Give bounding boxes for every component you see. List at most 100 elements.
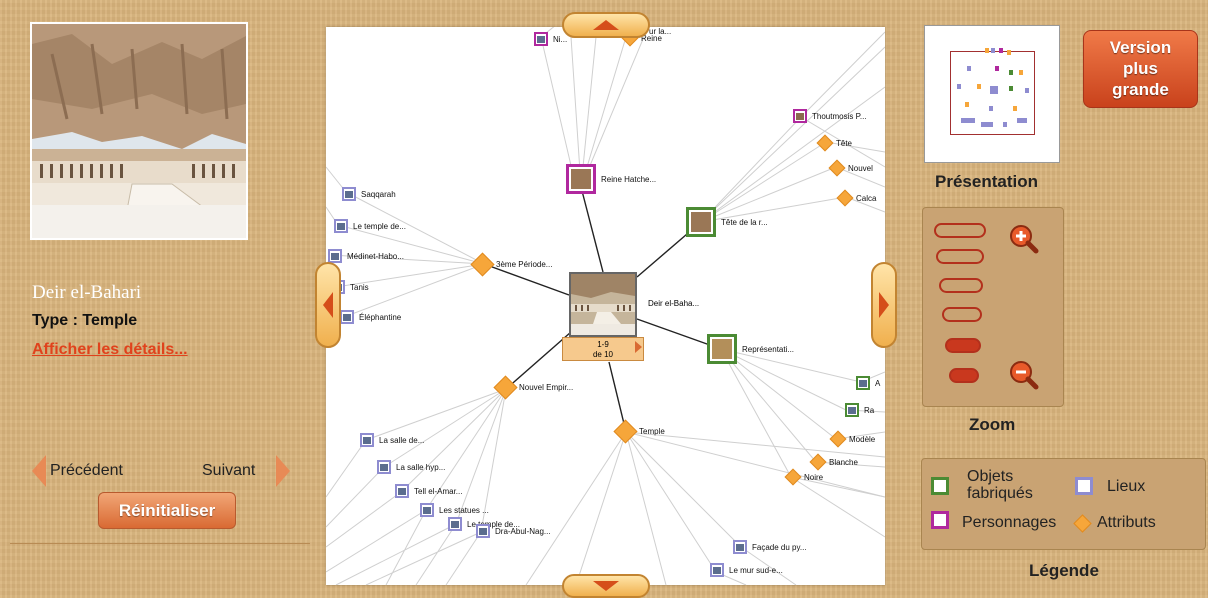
zoom-label: Zoom xyxy=(969,415,1016,434)
character-node-icon xyxy=(534,32,548,46)
graph-node[interactable]: La salle hyp... xyxy=(377,460,445,474)
previous-button[interactable]: Précédent xyxy=(50,462,123,479)
zoom-level-4[interactable] xyxy=(942,307,982,322)
graph-node-reine-hatchepsout[interactable]: Reine Hatche... xyxy=(566,164,656,194)
legend-places-label: Lieux xyxy=(1107,478,1146,495)
character-node-icon xyxy=(793,109,807,123)
center-node-image[interactable] xyxy=(569,272,637,337)
place-node-icon xyxy=(342,187,356,201)
graph-node[interactable]: Noire xyxy=(784,468,823,486)
next-arrow-icon[interactable] xyxy=(276,455,290,487)
arrow-down-icon xyxy=(593,581,619,591)
graph-node[interactable]: Saqqarah xyxy=(342,187,396,201)
zoom-level-3[interactable] xyxy=(939,278,983,293)
place-node-icon xyxy=(340,310,354,324)
graph-node[interactable]: Modèle xyxy=(829,430,875,448)
site-type: Type : Temple xyxy=(32,312,138,329)
zoom-level-6[interactable] xyxy=(949,368,979,383)
legend-objects-label: Objets fabriqués xyxy=(967,468,1033,502)
scroll-right-button[interactable] xyxy=(871,262,897,348)
zoom-panel xyxy=(922,207,1064,407)
zoom-level-1[interactable] xyxy=(934,223,986,238)
attribute-node-icon xyxy=(613,419,638,444)
character-node-icon xyxy=(566,164,596,194)
graph-node[interactable]: Calca xyxy=(836,189,876,207)
place-node-icon xyxy=(328,249,342,263)
site-thumbnail xyxy=(30,22,248,240)
graph-node[interactable]: Façade du py... xyxy=(733,540,807,554)
graph-node-representation[interactable]: Représentati... xyxy=(707,334,794,364)
zoom-out-icon[interactable] xyxy=(1007,358,1039,390)
characters-legend-icon xyxy=(931,511,949,529)
pager-next-icon[interactable] xyxy=(635,341,642,353)
overview-minimap[interactable] xyxy=(924,25,1060,163)
objects-legend-icon xyxy=(931,477,949,495)
place-node-icon xyxy=(395,484,409,498)
graph-node[interactable]: A xyxy=(856,376,880,390)
reset-button[interactable]: Réinitialiser xyxy=(98,492,236,529)
graph-node[interactable]: Le mur sud-e... xyxy=(710,563,783,577)
graph-node[interactable]: La salle de... xyxy=(360,433,424,447)
places-legend-icon xyxy=(1075,477,1093,495)
arrow-right-icon xyxy=(879,292,889,318)
graph-node[interactable]: Nouvel Empir... xyxy=(493,375,573,400)
graph-node[interactable]: Dra-Abul-Nag... xyxy=(476,524,551,538)
graph-edges xyxy=(326,27,885,585)
attribute-node-icon xyxy=(493,375,518,400)
legend-panel: Objets fabriqués Lieux Personnages Attri… xyxy=(921,458,1206,550)
graph-node[interactable]: Tell el-Amar... xyxy=(395,484,462,498)
graph-node[interactable]: Médinet-Habo... xyxy=(328,249,404,263)
attribute-node-icon xyxy=(816,134,834,152)
attributes-legend-icon xyxy=(1073,514,1092,533)
left-panel: Deir el-Bahari Type : Temple Afficher le… xyxy=(0,0,318,598)
graph-node[interactable]: 3ème Période... xyxy=(470,252,552,277)
place-node-icon xyxy=(377,460,391,474)
graph-node-tete[interactable]: Tête de la r... xyxy=(686,207,768,237)
zoom-in-icon[interactable] xyxy=(1007,222,1039,254)
place-node-icon xyxy=(476,524,490,538)
graph-node[interactable]: ur la... xyxy=(649,27,672,36)
attribute-node-icon xyxy=(828,159,846,177)
arrow-up-icon xyxy=(593,20,619,30)
graph-node[interactable]: Les statues ... xyxy=(420,503,489,517)
graph-node[interactable]: Le temple de... xyxy=(448,517,520,531)
graph-node[interactable]: Éléphantine xyxy=(340,310,401,324)
graph-node[interactable]: Le temple de... xyxy=(334,219,406,233)
scroll-up-button[interactable] xyxy=(562,12,650,38)
attribute-node-icon xyxy=(809,453,827,471)
graph-node[interactable]: Tête xyxy=(816,134,852,152)
attribute-node-icon xyxy=(836,189,854,207)
graph-node[interactable]: Temple xyxy=(613,419,665,444)
zoom-level-2[interactable] xyxy=(936,249,984,264)
legend-characters-label: Personnages xyxy=(962,514,1057,531)
scroll-left-button[interactable] xyxy=(315,262,341,348)
graph-node[interactable]: Thoutmosis P... xyxy=(793,109,867,123)
previous-arrow-icon[interactable] xyxy=(32,455,46,487)
scroll-down-button[interactable] xyxy=(562,574,650,598)
object-node-icon xyxy=(856,376,870,390)
legend-label: Légende xyxy=(1029,561,1099,580)
graph-node[interactable]: Nouvel xyxy=(828,159,873,177)
graph-node[interactable]: Ra xyxy=(845,403,874,417)
zoom-level-5[interactable] xyxy=(945,338,981,353)
next-button[interactable]: Suivant xyxy=(202,462,256,479)
object-node-icon xyxy=(845,403,859,417)
place-node-icon xyxy=(334,219,348,233)
site-name: Deir el-Bahari xyxy=(32,282,142,303)
legend-attributes-label: Attributs xyxy=(1097,514,1156,531)
divider xyxy=(10,543,310,544)
graph-node[interactable]: Reine xyxy=(621,29,662,47)
arrow-left-icon xyxy=(323,292,333,318)
attribute-node-icon xyxy=(829,430,847,448)
show-details-link[interactable]: Afficher les détails... xyxy=(32,341,188,358)
relationship-graph[interactable]: Ni... Reine ur la... Thoutmosis P... Têt… xyxy=(326,27,885,585)
overview-label: Présentation xyxy=(935,172,1038,191)
object-node-icon xyxy=(686,207,716,237)
center-node-pager[interactable]: 1-9 de 10 xyxy=(562,337,644,361)
graph-node[interactable]: Ni... xyxy=(534,32,567,46)
attribute-node-icon xyxy=(784,468,802,486)
object-node-icon xyxy=(707,334,737,364)
graph-node[interactable]: Blanche xyxy=(809,453,858,471)
larger-version-button[interactable]: Version plus grande xyxy=(1083,30,1198,108)
place-node-icon xyxy=(733,540,747,554)
